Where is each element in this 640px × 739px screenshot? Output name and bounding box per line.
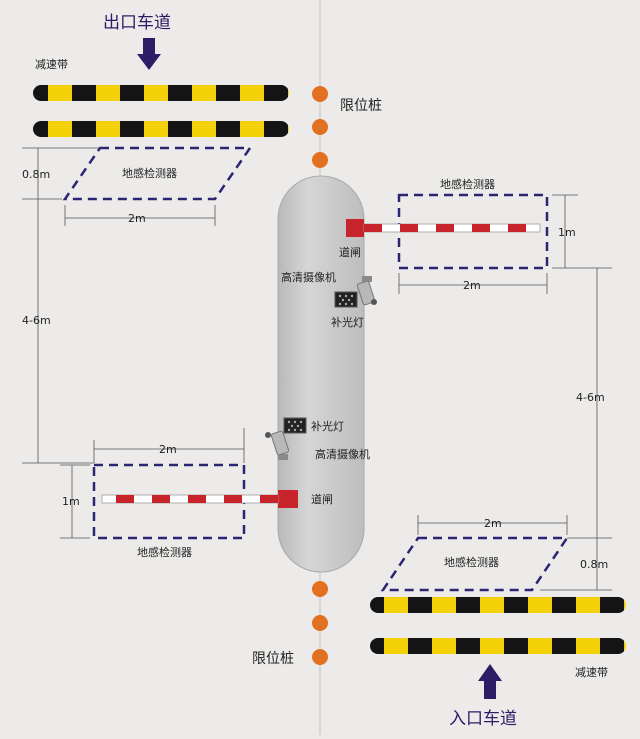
dimension-lines: [22, 147, 612, 591]
loop-detector-label-top-left: 地感检测器: [122, 166, 177, 180]
limit-post: [312, 86, 328, 102]
limit-post: [312, 649, 328, 665]
dimension-08m-bottom: 0.8m: [580, 558, 608, 571]
speed-bump: [370, 597, 626, 613]
limit-post: [312, 152, 328, 168]
dimension-1m-bottom-left: 1m: [62, 495, 80, 508]
camera-label-top: 高清摄像机: [281, 270, 336, 284]
speed-bump-bottom-group: [370, 597, 626, 654]
speed-bump-label-top: 减速带: [35, 58, 68, 71]
speed-bump: [370, 638, 626, 654]
limit-post: [312, 581, 328, 597]
barrier-label-top: 道闸: [339, 245, 361, 259]
camera-icon: [356, 276, 377, 306]
fill-light-label-top: 补光灯: [331, 315, 364, 329]
barrier-gate-top: [346, 219, 541, 237]
dimension-1m-top-right: 1m: [558, 226, 576, 239]
dimension-2m-bottom-left: 2m: [159, 443, 177, 456]
fill-light-label-bottom: 补光灯: [311, 419, 344, 433]
barrier-post: [278, 490, 298, 508]
limit-post: [312, 615, 328, 631]
safety-island: [277, 175, 365, 573]
fill-light-icon: [334, 291, 358, 308]
speed-bump: [33, 121, 289, 137]
dimension-2m-top-left: 2m: [128, 212, 146, 225]
limit-posts-bottom: [312, 581, 328, 665]
speed-bump: [33, 85, 289, 101]
speed-bump-top-group: [33, 85, 289, 137]
dimension-4-6m-left: 4-6m: [22, 314, 51, 327]
limit-post-label-bottom: 限位桩: [252, 650, 294, 667]
dimension-08m-top: 0.8m: [22, 168, 50, 181]
loop-detector-label-bottom-right: 地感检测器: [444, 555, 499, 569]
barrier-label-bottom: 道闸: [311, 492, 333, 506]
loop-detector-top-left: [62, 146, 253, 201]
entry-lane-title: 入口车道: [449, 709, 517, 729]
camera-label-bottom: 高清摄像机: [315, 447, 370, 461]
exit-lane-title: 出口车道: [103, 13, 171, 33]
dimension-2m-top-right: 2m: [463, 279, 481, 292]
loop-detector-bottom-right: [380, 536, 570, 592]
fill-light-icon: [283, 417, 307, 434]
limit-posts-top: [312, 86, 328, 168]
barrier-gate-bottom: [101, 490, 298, 508]
dimension-4-6m-right: 4-6m: [576, 391, 605, 404]
dimension-2m-bottom-right: 2m: [484, 517, 502, 530]
loop-detector-label-top-right: 地感检测器: [440, 177, 495, 191]
exit-arrow-icon: [137, 38, 161, 70]
entry-arrow-icon: [478, 664, 502, 699]
camera-icon: [265, 430, 290, 460]
limit-post: [312, 119, 328, 135]
limit-post-label-top: 限位桩: [340, 97, 382, 114]
loop-detector-label-bottom-left: 地感检测器: [137, 545, 192, 559]
barrier-post: [346, 219, 364, 237]
speed-bump-label-bottom: 减速带: [575, 666, 608, 679]
